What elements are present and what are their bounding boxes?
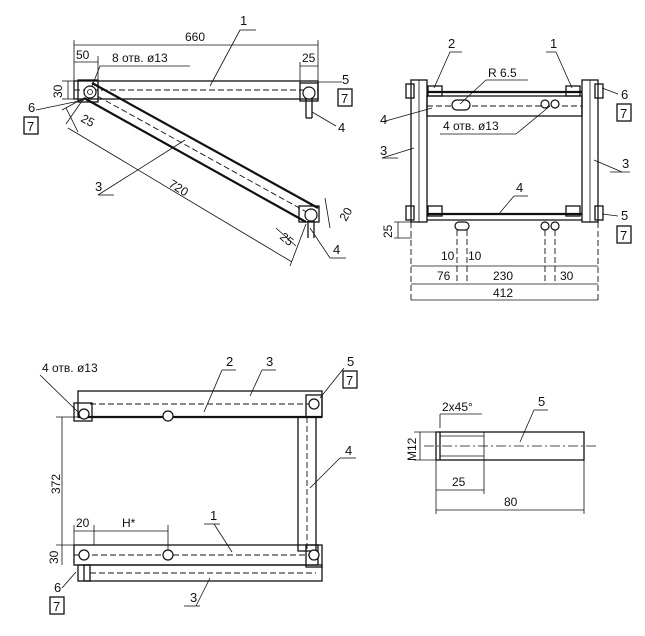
callout-5: 5	[342, 72, 349, 87]
dim-H: H*	[122, 516, 136, 530]
callout-box-7-plan-a	[342, 370, 358, 389]
callout-4-front-bottom: 4	[516, 180, 523, 195]
dim-412: 412	[493, 286, 513, 300]
callout-4-front-top: 4	[380, 112, 387, 127]
dim-50: 50	[76, 48, 90, 62]
dim-30: 30	[51, 84, 65, 98]
dim-720: 720	[166, 177, 191, 200]
callout-7b: 7	[27, 119, 34, 134]
dim-30-front: 30	[560, 269, 574, 283]
callout-box-7a	[337, 88, 353, 107]
callout-5-bolt: 5	[538, 394, 545, 409]
callout-3-right: 3	[622, 156, 629, 171]
callout-7-plan-a: 7	[346, 373, 353, 388]
callout-1-plan: 1	[210, 508, 217, 523]
callout-7a: 7	[341, 91, 348, 106]
callout-box-7-front-b	[616, 225, 632, 244]
dim-10a: 10	[441, 249, 455, 263]
callout-2: 2	[448, 36, 455, 51]
dim-25-bolt: 25	[452, 475, 466, 489]
dim-25-top: 25	[302, 51, 316, 65]
chamfer-label: 2x45°	[442, 400, 473, 414]
callout-3-left: 3	[380, 143, 387, 158]
callout-1: 1	[240, 13, 247, 28]
dim-25-bottom: 25	[277, 230, 296, 250]
view-front: R 6.5 4 отв. ø13 2 1 4 3 3 4 6 7 5 7	[380, 36, 632, 301]
view-plan: 4 отв. ø13 2 3 5 7 372 4 20 H* 1 30 6	[39, 354, 358, 615]
callout-box-7-front-a	[616, 103, 632, 122]
radius-label: R 6.5	[488, 66, 517, 80]
view-elevation: 660 50 8 отв. ø13 25 30 25 720 20 25	[23, 13, 355, 267]
callout-6: 6	[28, 100, 35, 115]
callout-6-front: 6	[621, 87, 628, 102]
holes-note-front: 4 отв. ø13	[443, 119, 499, 133]
callout-7-front-a: 7	[620, 106, 627, 121]
callout-2-plan: 2	[226, 354, 233, 369]
callout-3-plan-bottom: 3	[190, 590, 197, 605]
callout-3-plan-top: 3	[266, 354, 273, 369]
callout-3: 3	[95, 179, 102, 194]
dim-20: 20	[336, 205, 355, 224]
callout-6-plan: 6	[54, 580, 61, 595]
dim-30-plan: 30	[47, 550, 61, 564]
callout-5-plan: 5	[347, 354, 354, 369]
dim-372: 372	[49, 474, 63, 494]
dim-80: 80	[504, 495, 518, 509]
callout-box-7-plan-b	[49, 596, 65, 615]
callout-7-front-b: 7	[620, 228, 627, 243]
callout-box-7b	[23, 116, 39, 135]
callout-4a: 4	[338, 120, 345, 135]
dim-25-angle: 25	[79, 111, 98, 130]
callout-1-front: 1	[550, 36, 557, 51]
dim-660: 660	[185, 30, 205, 44]
callout-7-plan-b: 7	[53, 599, 60, 614]
callout-4-plan: 4	[345, 443, 352, 458]
callout-4b: 4	[333, 242, 340, 257]
dim-25-front: 25	[381, 224, 395, 238]
dim-10b: 10	[468, 249, 482, 263]
dim-76: 76	[437, 269, 451, 283]
dim-20-plan: 20	[76, 516, 90, 530]
holes-note: 8 отв. ø13	[112, 51, 168, 65]
callout-5-front: 5	[621, 208, 628, 223]
dim-230: 230	[493, 269, 513, 283]
thread-label: M12	[405, 437, 419, 461]
view-bolt: 2x45° 5 M12 25 80	[405, 394, 596, 514]
holes-note-plan: 4 отв. ø13	[42, 361, 98, 375]
